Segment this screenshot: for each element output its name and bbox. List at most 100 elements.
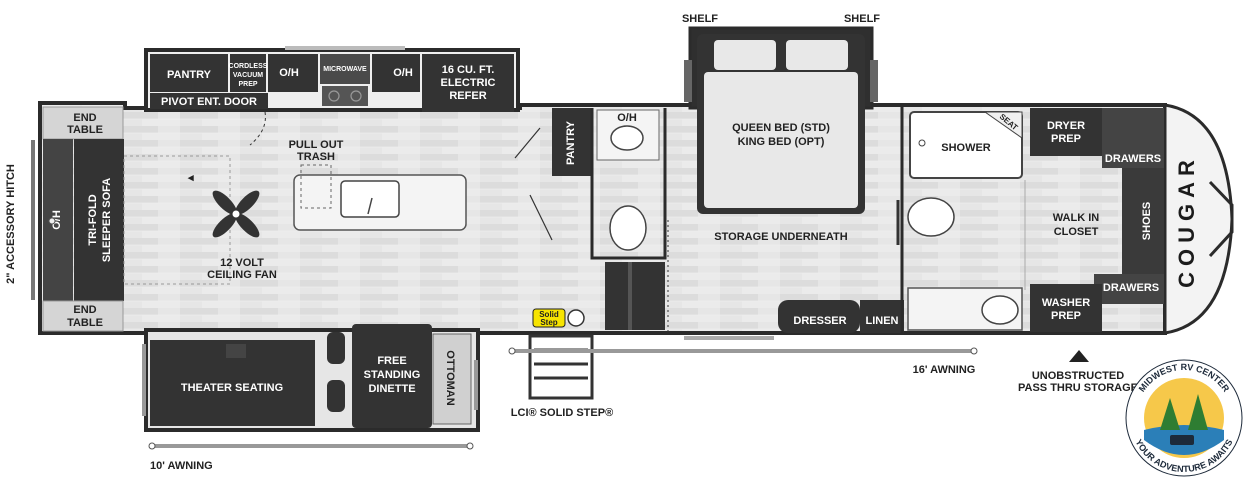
ceiling-fan-label-1: 12 VOLT bbox=[220, 257, 264, 269]
ottoman bbox=[432, 333, 472, 425]
end-table-top bbox=[42, 106, 124, 140]
sleeper-sofa bbox=[74, 139, 124, 301]
dinette-chair bbox=[327, 380, 345, 412]
faucet-icon bbox=[367, 197, 373, 215]
brand-logo: COUGAR bbox=[1174, 154, 1199, 288]
overhead-cabinet-rear bbox=[43, 139, 73, 301]
cordless-vacuum-label-2: VACUUM bbox=[233, 72, 263, 79]
shelf-right-label: SHELF bbox=[844, 13, 880, 25]
pillow-icon bbox=[714, 40, 776, 70]
awning-10-bar bbox=[150, 444, 472, 448]
bed-label-2: KING BED (OPT) bbox=[738, 136, 825, 148]
accessory-hitch-label: 2" ACCESSORY HITCH bbox=[5, 164, 17, 284]
burner-icon bbox=[328, 90, 340, 102]
cordless-vacuum-label: CORDLESS bbox=[229, 63, 268, 70]
shower bbox=[909, 111, 1023, 179]
bath-oh-label: O/H bbox=[617, 112, 637, 124]
dryer-label-1: DRYER bbox=[1047, 120, 1085, 132]
lci-step-label: LCI® SOLID STEP® bbox=[511, 407, 613, 419]
end-table-bottom-label-2: TABLE bbox=[67, 317, 103, 329]
theater-seat-divider bbox=[226, 344, 246, 358]
dryer-label-2: PREP bbox=[1051, 133, 1081, 145]
hitch-point bbox=[48, 217, 56, 225]
pass-thru-label-2: PASS THRU STORAGE bbox=[1018, 382, 1138, 394]
drawers-bottom-label: DRAWERS bbox=[1103, 282, 1159, 294]
pull-out-trash bbox=[300, 164, 332, 209]
front-sink-icon bbox=[981, 295, 1019, 325]
oh-label-1: O/H bbox=[279, 67, 299, 79]
dryer-prep bbox=[1030, 108, 1102, 156]
pantry-mid bbox=[552, 108, 592, 176]
ottoman-label: OTTOMAN bbox=[444, 350, 456, 405]
sleeper-sofa-label: TRI-FOLD bbox=[87, 194, 99, 245]
end-table-top-label-1: END bbox=[73, 112, 96, 124]
awning-16-bar bbox=[510, 349, 976, 353]
mid-partition bbox=[590, 108, 667, 260]
end-table-bottom bbox=[42, 300, 124, 332]
pass-thru-label-1: UNOBSTRUCTED bbox=[1032, 370, 1124, 382]
pull-out-trash-label-2: TRASH bbox=[297, 151, 335, 163]
free-standing-dinette bbox=[352, 324, 432, 428]
pull-out-trash-label-1: PULL OUT bbox=[289, 139, 344, 151]
toilet-icon bbox=[609, 205, 647, 251]
shower-label: SHOWER bbox=[941, 142, 991, 154]
cordless-vacuum-label-3: PREP bbox=[238, 81, 257, 88]
pivot-door bbox=[150, 93, 268, 109]
oh-label-2: O/H bbox=[393, 67, 413, 79]
step-well-inner bbox=[628, 262, 632, 330]
pin-box bbox=[1208, 180, 1234, 258]
step-well bbox=[605, 262, 665, 330]
pantry-door-swing bbox=[514, 127, 541, 159]
dealer-logo: MIDWEST RV CENTER YOUR ADVENTURE AWAITS bbox=[1125, 359, 1243, 477]
end-table-top-label-2: TABLE bbox=[67, 124, 103, 136]
shower-seat bbox=[983, 111, 1023, 139]
solid-step-circle-icon bbox=[567, 309, 585, 327]
dinette-chair bbox=[327, 332, 345, 364]
awning-end-icon bbox=[508, 347, 516, 355]
pass-thru-arrow-icon bbox=[1069, 350, 1089, 362]
ceiling-fan-label-2: CEILING FAN bbox=[207, 269, 277, 281]
drawers-top-label: DRAWERS bbox=[1105, 153, 1161, 165]
nightstand-right bbox=[870, 60, 878, 102]
refer-label-2: ELECTRIC bbox=[441, 77, 496, 89]
front-toilet-icon bbox=[907, 197, 955, 237]
shower-drain-icon bbox=[918, 139, 926, 147]
burner-icon bbox=[350, 90, 362, 102]
washer-label-2: PREP bbox=[1051, 310, 1081, 322]
sofa-oh-label: O/H bbox=[51, 210, 63, 230]
theater-seating-label: THEATER SEATING bbox=[181, 382, 283, 394]
refer-label-3: REFER bbox=[449, 90, 486, 102]
overhead-cabinet-1 bbox=[268, 54, 318, 92]
slide-window bbox=[142, 344, 146, 416]
awning-16-label: 16' AWNING bbox=[913, 364, 976, 376]
sleeper-sofa-label-2: SLEEPER SOFA bbox=[101, 178, 113, 262]
refer-label-1: 16 CU. FT. bbox=[442, 64, 495, 76]
slide-window bbox=[474, 360, 478, 410]
pantry-upper-cabinet bbox=[150, 54, 228, 92]
solid-step-badge-text-1: Solid bbox=[539, 310, 559, 319]
awning-10-label: 10' AWNING bbox=[150, 460, 213, 472]
linen-cabinet bbox=[860, 300, 904, 333]
ceiling-fan-icon bbox=[212, 190, 260, 238]
pillow-icon bbox=[786, 40, 848, 70]
washer-prep bbox=[1030, 284, 1102, 332]
dresser-label: DRESSER bbox=[793, 315, 846, 327]
bed-label-1: QUEEN BED (STD) bbox=[732, 122, 830, 134]
shoe-cabinet bbox=[1122, 168, 1164, 274]
dinette-label-1: FREE bbox=[377, 355, 406, 367]
storage-underneath-label: STORAGE UNDERNEATH bbox=[714, 231, 847, 243]
closet-label-1: WALK IN bbox=[1053, 212, 1099, 224]
cordless-vacuum-prep bbox=[230, 54, 266, 92]
bath-sink-icon bbox=[610, 125, 644, 151]
end-table-bottom-label-1: END bbox=[73, 304, 96, 316]
refrigerator bbox=[422, 54, 514, 112]
shoes-label: SHOES bbox=[1141, 202, 1153, 241]
dinette-label-3: DINETTE bbox=[368, 383, 415, 395]
overhead-cabinet-2 bbox=[372, 54, 420, 92]
awning-end-icon bbox=[970, 347, 978, 355]
window bbox=[285, 46, 405, 50]
microwave-label: MICROWAVE bbox=[323, 66, 367, 73]
shelf-left-label: SHELF bbox=[682, 13, 718, 25]
entry-steps bbox=[528, 334, 594, 400]
